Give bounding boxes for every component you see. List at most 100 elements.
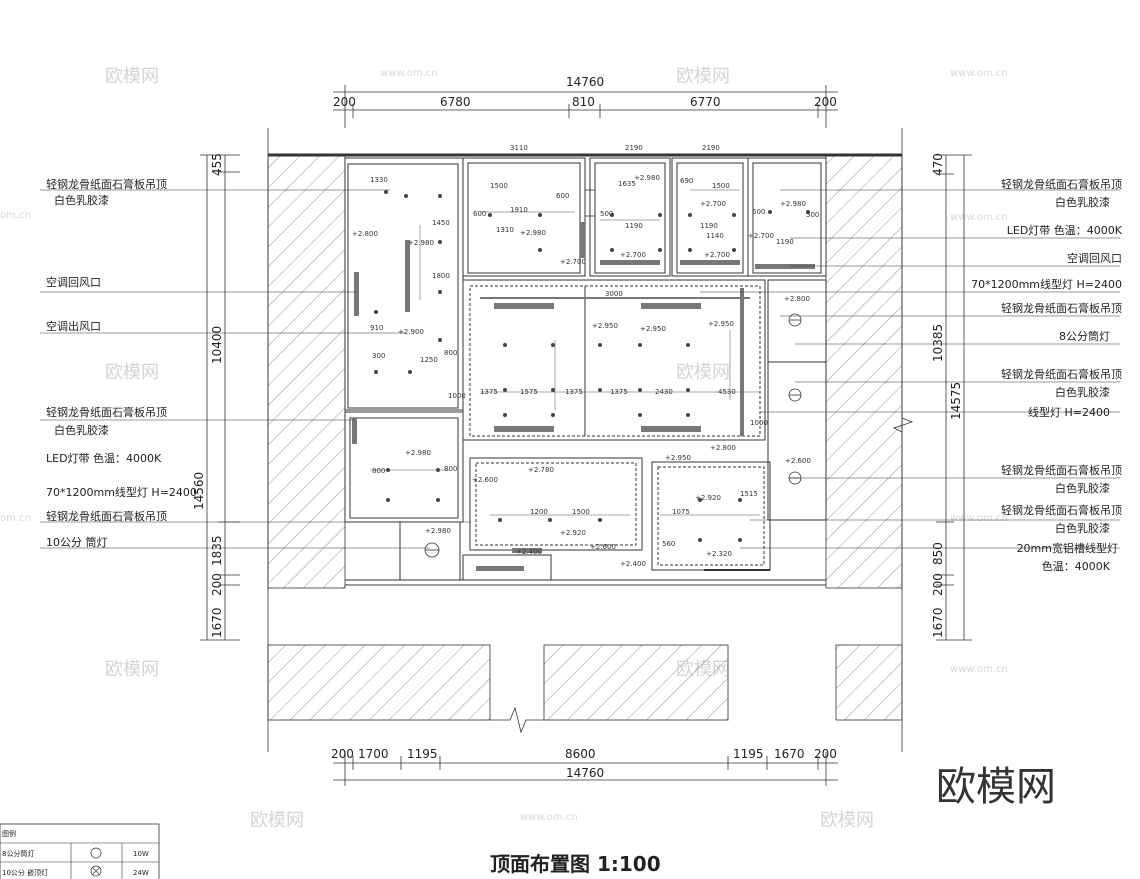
dim-segment: 10385: [931, 324, 945, 362]
legend-label: 8公分筒灯: [2, 849, 34, 858]
inner-dim: 2190: [625, 144, 643, 152]
note-text: 空调出风口: [46, 319, 101, 333]
level-label: +2.800: [784, 295, 810, 303]
watermark-brand: 欧模网: [250, 810, 304, 831]
inner-dim: 1000: [750, 419, 768, 427]
note-text: 轻钢龙骨纸面石膏板吊顶: [1001, 463, 1122, 477]
level-label: +2.980: [520, 229, 546, 237]
level-label: +2.600: [785, 457, 811, 465]
watermark-site: www.om.cn: [380, 68, 438, 79]
watermark-brand: 欧模网: [105, 66, 159, 87]
level-label: +2.700: [620, 251, 646, 259]
dim-bottom: 200 1700 1195 8600 1195 1670 200 14760: [331, 747, 838, 786]
linear-lights: [352, 222, 815, 571]
dim-segment: 6770: [690, 95, 721, 109]
legend-power: 24W: [133, 869, 149, 877]
inner-dim: 1375: [565, 388, 583, 396]
level-label: +2.950: [708, 320, 734, 328]
watermark-site: www.om.cn: [950, 664, 1008, 675]
dim-left: 14560 455 10400 1835 200 1670: [192, 153, 240, 641]
inner-dim: 1500: [490, 182, 508, 190]
inner-dim: 1140: [706, 232, 724, 240]
watermark-site: www.om.cn: [950, 212, 1008, 223]
watermark-site: www.om.cn: [950, 513, 1008, 524]
note-text: LED灯带 色温：4000K: [1007, 223, 1123, 237]
note-text: 70*1200mm线型灯 H=2400: [46, 485, 197, 499]
note-text: 10公分 筒灯: [46, 535, 108, 549]
note-text: 白色乳胶漆: [54, 423, 109, 437]
note-text: 轻钢龙骨纸面石膏板吊顶: [46, 405, 167, 419]
inner-dim: 2430: [655, 388, 673, 396]
inner-dim: 1310: [496, 226, 514, 234]
level-label: +2.800: [710, 444, 736, 452]
level-label: +2.700: [560, 258, 586, 266]
brand-watermark: 欧模网: [936, 764, 1056, 810]
note-text: 白色乳胶漆: [1055, 385, 1110, 399]
inner-dim: 600: [473, 210, 486, 218]
inner-dim: 1075: [672, 508, 690, 516]
level-label: +2.980: [405, 449, 431, 457]
note-text: 8公分筒灯: [1059, 329, 1110, 343]
level-label: +2.400: [516, 548, 542, 556]
inner-dim: 1800: [432, 272, 450, 280]
dim-total: 14760: [566, 766, 604, 780]
drawing-title: 顶面布置图 1:100: [490, 852, 661, 876]
dim-segment: 1835: [210, 535, 224, 566]
inner-dim: 2190: [702, 144, 720, 152]
note-text: 白色乳胶漆: [1055, 481, 1110, 495]
dim-total: 14760: [566, 75, 604, 89]
inner-dim: 690: [680, 177, 693, 185]
level-label: +2.950: [592, 322, 618, 330]
inner-dim: 1515: [740, 490, 758, 498]
inner-dim: 1190: [776, 238, 794, 246]
note-text: 白色乳胶漆: [1055, 195, 1110, 209]
wall-masses: [267, 153, 903, 721]
inner-dim: 1200: [530, 508, 548, 516]
level-label: +2.900: [398, 328, 424, 336]
dim-total: 14575: [949, 382, 963, 420]
downlight-8cm-icon: [90, 847, 102, 859]
dim-segment: 1670: [210, 607, 224, 638]
level-label: +2.980: [408, 239, 434, 247]
dim-segment: 810: [572, 95, 595, 109]
inner-dim: 300: [372, 352, 385, 360]
leader-lines: [40, 189, 1120, 549]
level-label: +2.920: [695, 494, 721, 502]
dim-segment: 200: [333, 95, 356, 109]
note-text: 色温：4000K: [1042, 559, 1111, 573]
inner-dim: 1910: [510, 206, 528, 214]
dim-segment: 200: [210, 573, 224, 596]
watermark-brand: 欧模网: [105, 362, 159, 383]
watermark-site: www.om.cn: [950, 68, 1008, 79]
note-text: 轻钢龙骨纸面石膏板吊顶: [46, 509, 167, 523]
level-label: +2.400: [620, 560, 646, 568]
legend-header: 图例: [2, 829, 16, 838]
level-label: +2.700: [700, 200, 726, 208]
inner-dim: 3110: [510, 144, 528, 152]
note-text: 白色乳胶漆: [1055, 521, 1110, 535]
note-text: 20mm宽铝槽线型灯: [1017, 541, 1118, 555]
dim-total: 14560: [192, 472, 206, 510]
dim-segment: 1670: [774, 747, 805, 761]
note-text: 轻钢龙骨纸面石膏板吊顶: [1001, 301, 1122, 315]
inner-dim: 1330: [370, 176, 388, 184]
note-text: 轻钢龙骨纸面石膏板吊顶: [1001, 367, 1122, 381]
level-label: +2.980: [780, 200, 806, 208]
inner-dim: 1375: [610, 388, 628, 396]
note-text: 轻钢龙骨纸面石膏板吊顶: [1001, 177, 1122, 191]
downlight-10cm-icon: [90, 865, 102, 877]
dim-segment: 1700: [358, 747, 389, 761]
inner-dim: 500: [752, 208, 765, 216]
watermark-brand: 欧模网: [676, 66, 730, 87]
level-label: +2.950: [640, 325, 666, 333]
note-text: 空调回风口: [1067, 251, 1122, 265]
note-text: 空调回风口: [46, 275, 101, 289]
inner-dim: 500: [600, 210, 613, 218]
note-text: 白色乳胶漆: [54, 193, 109, 207]
inner-dim: 560: [662, 540, 675, 548]
inner-dim: 500: [806, 211, 819, 219]
downlight-dots: [374, 190, 810, 542]
watermark-site: www.om.cn: [520, 812, 578, 823]
inner-dim: 1635: [618, 180, 636, 188]
